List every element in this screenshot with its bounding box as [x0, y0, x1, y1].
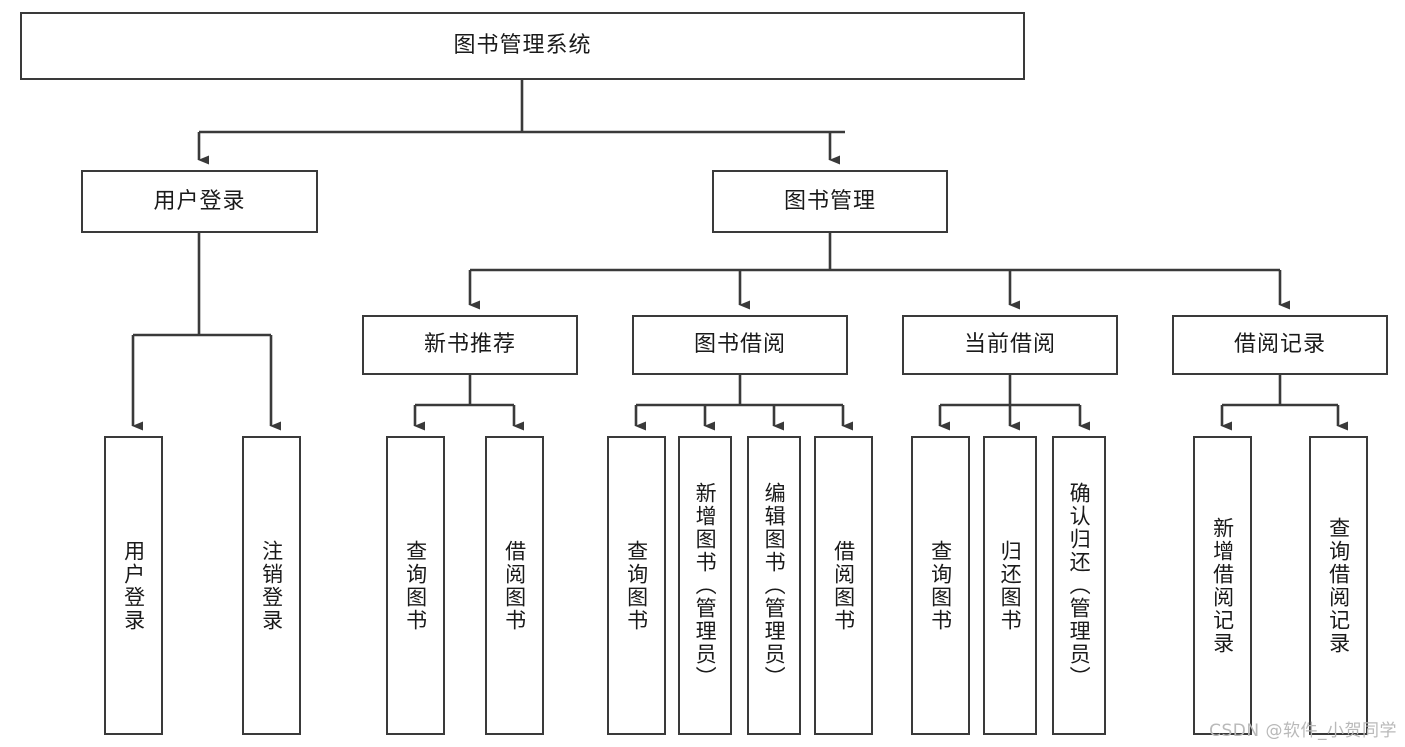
node-book-management[interactable]: 图书管理 — [712, 170, 948, 233]
leaf-book-borrow-query-book[interactable]: 查询图书 — [607, 436, 666, 735]
node-label: 查询借阅记录 — [1326, 516, 1351, 655]
node-label: 注销登录 — [259, 539, 284, 632]
node-label: 用户登录 — [153, 188, 246, 214]
node-label: 当前借阅 — [963, 332, 1056, 358]
leaf-book-borrow-add-book-admin[interactable]: 新增图书（管理员） — [678, 436, 732, 735]
leaf-book-borrow-borrow-book[interactable]: 借阅图书 — [814, 436, 873, 735]
leaf-current-borrow-return-book[interactable]: 归还图书 — [983, 436, 1037, 735]
node-label: 确认归还（管理员） — [1067, 482, 1092, 689]
node-root-book-management-system[interactable]: 图书管理系统 — [20, 12, 1025, 80]
node-borrowing-record[interactable]: 借阅记录 — [1172, 315, 1388, 375]
node-label: 新增图书（管理员） — [693, 482, 718, 689]
node-label: 查询图书 — [403, 539, 428, 632]
node-label: 图书借阅 — [693, 332, 786, 358]
node-book-borrowing[interactable]: 图书借阅 — [632, 315, 848, 375]
node-label: 查询图书 — [624, 539, 649, 632]
node-label: 图书管理系统 — [453, 33, 592, 59]
node-label: 新增借阅记录 — [1210, 516, 1235, 655]
node-label: 图书管理 — [783, 188, 876, 214]
node-label: 借阅图书 — [502, 539, 527, 632]
leaf-logout[interactable]: 注销登录 — [242, 436, 301, 735]
leaf-new-book-query-book[interactable]: 查询图书 — [386, 436, 445, 735]
node-label: 借阅图书 — [831, 539, 856, 632]
node-user-login[interactable]: 用户登录 — [81, 170, 318, 233]
node-label: 借阅记录 — [1233, 332, 1326, 358]
leaf-add-borrowing-record[interactable]: 新增借阅记录 — [1193, 436, 1252, 735]
leaf-current-borrow-query-book[interactable]: 查询图书 — [911, 436, 970, 735]
leaf-query-borrowing-record[interactable]: 查询借阅记录 — [1309, 436, 1368, 735]
node-new-book-recommendation[interactable]: 新书推荐 — [362, 315, 578, 375]
leaf-new-book-borrow-book[interactable]: 借阅图书 — [485, 436, 544, 735]
node-label: 归还图书 — [998, 539, 1023, 632]
leaf-user-login[interactable]: 用户登录 — [104, 436, 163, 735]
node-label: 新书推荐 — [423, 332, 516, 358]
node-current-borrowing[interactable]: 当前借阅 — [902, 315, 1118, 375]
leaf-current-borrow-confirm-return-admin[interactable]: 确认归还（管理员） — [1052, 436, 1106, 735]
node-label: 编辑图书（管理员） — [762, 482, 787, 689]
node-label: 查询图书 — [928, 539, 953, 632]
leaf-book-borrow-edit-book-admin[interactable]: 编辑图书（管理员） — [747, 436, 801, 735]
node-label: 用户登录 — [121, 539, 146, 632]
